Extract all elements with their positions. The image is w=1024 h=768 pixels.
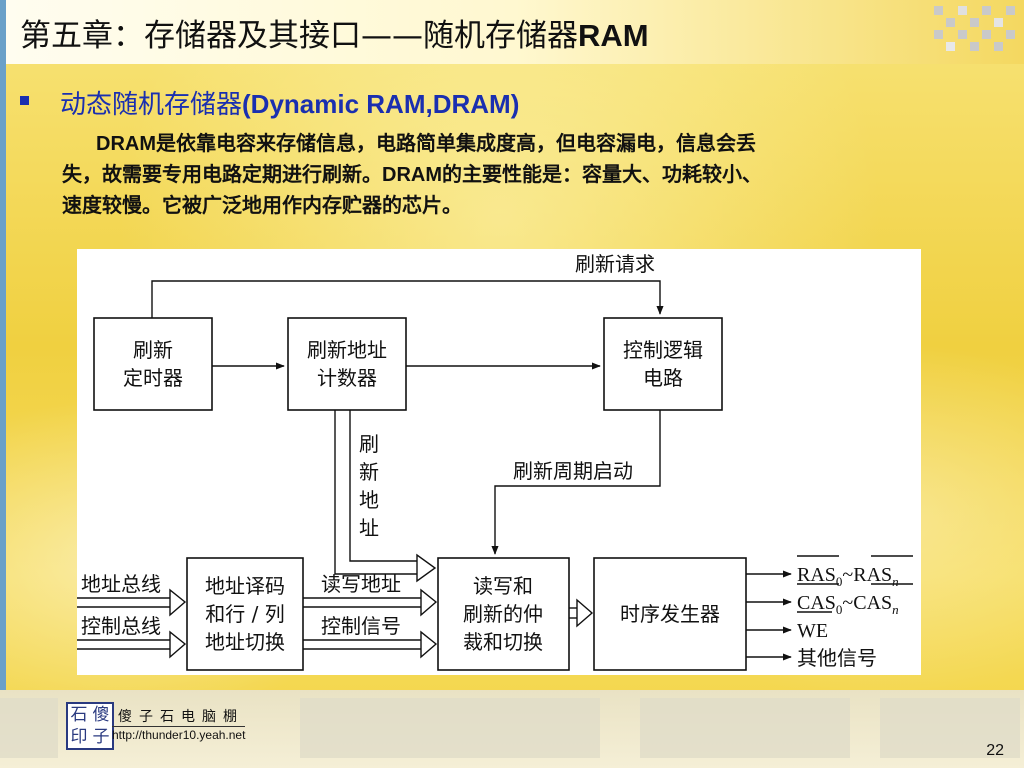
ctrl-bus-arrowhead xyxy=(169,630,187,659)
stamp-char: 子 xyxy=(92,727,110,747)
bullet-icon xyxy=(20,96,29,105)
label-ctrl-bus: 控制总线 xyxy=(81,614,161,638)
box-refresh-timer xyxy=(93,317,213,411)
label-refresh-addr-v1: 刷 xyxy=(359,432,379,456)
output-we: WE xyxy=(797,620,828,642)
arbiter-to-timing-arrowhead xyxy=(576,598,594,628)
title-band xyxy=(6,0,1024,64)
box-timing-gen-label: 时序发生器 xyxy=(620,602,720,626)
slide-title-cn: 第五章：存储器及其接口——随机存储器 xyxy=(20,18,578,54)
heading-cn: 动态随机存储器 xyxy=(60,90,243,120)
box-arbiter xyxy=(437,557,570,671)
box-counter-line1: 刷新地址 xyxy=(307,338,387,362)
stamp-char: 傻 xyxy=(92,705,110,725)
refresh-request-arrow xyxy=(151,280,664,318)
box-logic-line1: 控制逻辑 xyxy=(623,338,703,362)
label-refresh-addr-v2: 新 xyxy=(359,460,379,484)
box-refresh-addr-counter xyxy=(287,317,407,411)
heading-en: (Dynamic RAM,DRAM) xyxy=(242,89,520,119)
box-addr-decode xyxy=(186,557,304,671)
rw-addr-arrowhead xyxy=(420,588,438,617)
box-refresh-timer-line2: 定时器 xyxy=(123,366,183,390)
box-decode-line3: 地址切换 xyxy=(205,630,285,654)
section-heading: 动态随机存储器(Dynamic RAM,DRAM) xyxy=(60,84,519,121)
output-other-signals: 其他信号 xyxy=(797,646,877,670)
box-arbiter-line1: 读写和 xyxy=(473,574,533,598)
box-arbiter-line3: 裁和切换 xyxy=(463,630,543,654)
box-counter-line2: 计数器 xyxy=(317,366,377,390)
slide-title-en: RAM xyxy=(578,18,649,53)
label-refresh-cycle-start: 刷新周期启动 xyxy=(513,459,633,483)
para-dram-2: DRAM xyxy=(382,164,442,186)
stamp-char: 印 xyxy=(70,727,88,747)
label-addr-bus: 地址总线 xyxy=(81,572,161,596)
stamp-char: 石 xyxy=(70,705,88,725)
left-accent-bar xyxy=(0,0,6,690)
ctrl-signal-arrowhead xyxy=(420,630,438,659)
diagram-svg: 刷新 定时器 刷新地址 计数器 控制逻辑 电路 地址译码 和行 / 列 地址切换… xyxy=(77,252,913,671)
footer-map-strip xyxy=(640,698,850,758)
output-cas: CAS0~CASn xyxy=(797,592,899,617)
refresh-addr-line-outer xyxy=(334,410,417,575)
dram-refresh-diagram: 刷新 定时器 刷新地址 计数器 控制逻辑 电路 地址译码 和行 / 列 地址切换… xyxy=(77,249,921,675)
box-decode-line1: 地址译码 xyxy=(205,574,285,598)
footer-map-strip xyxy=(880,698,1020,758)
output-ras: RAS0~RASn xyxy=(797,564,899,589)
site-url-link[interactable]: http://thunder10.yeah.net xyxy=(112,726,246,742)
label-refresh-addr-v4: 址 xyxy=(359,516,379,540)
label-ctrl-signal: 控制信号 xyxy=(321,614,401,638)
refresh-addr-to-arbiter-arrow xyxy=(416,553,437,583)
para-line3: 速度较慢。它被广泛地用作内存贮器的芯片。 xyxy=(62,193,462,217)
refresh-addr-line-inner xyxy=(349,410,417,562)
box-decode-line2: 和行 / 列 xyxy=(205,602,284,626)
footer-map-strip xyxy=(300,698,600,758)
description-paragraph: DRAM是依靠电容来存储信息，电路简单集成度高，但电容漏电，信息会丢 失，故需要… xyxy=(62,128,962,220)
para-line2a: 失，故需要专用电路定期进行刷新。 xyxy=(62,162,382,186)
footer-map-strip xyxy=(0,698,58,758)
box-arbiter-line2: 刷新的仲 xyxy=(463,602,543,626)
box-timing-gen xyxy=(593,557,747,671)
para-line2c: 的主要性能是：容量大、功耗较小、 xyxy=(442,162,762,186)
slide-title: 第五章：存储器及其接口——随机存储器RAM xyxy=(20,10,649,55)
box-refresh-timer-line1: 刷新 xyxy=(133,338,173,362)
label-rw-addr: 读写地址 xyxy=(321,572,401,596)
box-control-logic xyxy=(603,317,723,411)
corner-logo-icon xyxy=(934,6,1018,54)
footer-band xyxy=(0,690,1024,768)
label-refresh-addr-v3: 地 xyxy=(359,488,379,512)
site-stamp-logo: 石 傻 印 子 xyxy=(66,702,114,750)
para-line1: 是依靠电容来存储信息，电路简单集成度高，但电容漏电，信息会丢 xyxy=(156,131,756,155)
refresh-cycle-start-arrow xyxy=(491,410,661,555)
label-refresh-request: 刷新请求 xyxy=(575,252,655,276)
site-name: 傻子石电脑棚 xyxy=(118,709,244,725)
addr-bus-arrowhead xyxy=(169,588,187,617)
page-number: 22 xyxy=(986,742,1004,759)
box-logic-line2: 电路 xyxy=(643,366,683,390)
para-dram-1: DRAM xyxy=(96,133,156,155)
